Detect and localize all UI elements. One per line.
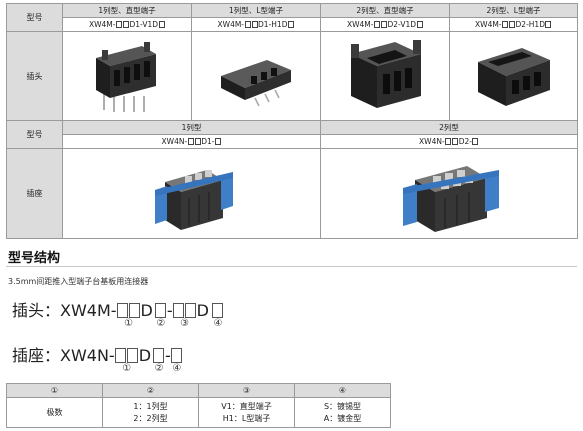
code-legend-table: ① ② ③ ④ 极数 1：1列型 2：2列型 V1：直型端子 H1：L型端子 S… [6, 383, 391, 428]
legend-header-1: ① [6, 383, 103, 398]
header-image-2 [191, 31, 321, 121]
connector-1row-straight-image [96, 42, 156, 112]
legend-plating-option-1: S：镀锡型 [323, 401, 362, 411]
legend-pole-count: 极数 [6, 397, 103, 428]
legend-row-option-1: 1：1列型 [133, 401, 168, 411]
socket-code-d1: D [138, 346, 152, 365]
header-row-label: 插头 [6, 31, 63, 121]
legend-header-3: ③ [198, 383, 295, 398]
legend-rows: 1：1列型 2：2列型 [102, 397, 199, 428]
header-type-1: 1列型、直型端子 [62, 3, 192, 18]
slot-1: ① [116, 301, 141, 329]
legend-plating: S：镀锡型 A：镀金型 [294, 397, 391, 428]
header-type-4: 2列型、L型端子 [449, 3, 578, 18]
connector-1row-l-image [221, 60, 291, 107]
slot-3: ③ [172, 301, 197, 329]
socket-type-1: 1列型 [62, 120, 321, 135]
socket-code-dash: - [165, 346, 171, 365]
section-divider [6, 266, 577, 267]
model-label-socket: 型号 [6, 120, 63, 149]
socket-code-prefix: 插座：XW4N- [12, 346, 115, 365]
socket-2row-image [403, 165, 499, 232]
header-part-4: XW4M-D2-H1D [449, 17, 578, 32]
header-part-2: XW4M-D1-H1D [191, 17, 321, 32]
legend-terminal: V1：直型端子 H1：L型端子 [198, 397, 295, 428]
socket-type-2: 2列型 [320, 120, 578, 135]
header-code-prefix: 插头：XW4M- [12, 301, 117, 320]
legend-terminal-option-1: V1：直型端子 [221, 401, 272, 411]
legend-header-2: ② [102, 383, 199, 398]
header-part-1: XW4M-D1-V1D [62, 17, 192, 32]
socket-slot-4: ④ [170, 346, 183, 374]
legend-row-option-2: 2：2列型 [133, 413, 168, 423]
socket-1row-image [154, 169, 233, 230]
header-code-dash: - [166, 301, 173, 320]
header-type-3: 2列型、直型端子 [320, 3, 450, 18]
socket-part-2: XW4N-D2- [320, 134, 578, 149]
section-description: 3.5mm间距推入型端子台基板用连接器 [8, 277, 149, 286]
socket-slot-1: ① [114, 346, 139, 374]
connector-spec-table: 型号 1列型、直型端子 1列型、L型端子 2列型、直型端子 2列型、L型端子 X… [6, 3, 578, 239]
legend-header-4: ④ [294, 383, 391, 398]
header-image-3 [320, 31, 450, 121]
socket-image-2 [320, 148, 578, 239]
slot-4: ④ [211, 301, 224, 329]
socket-row-label: 插座 [6, 148, 63, 239]
socket-part-1: XW4N-D1- [62, 134, 321, 149]
header-type-2: 1列型、L型端子 [191, 3, 321, 18]
header-part-3: XW4M-D2-V1D [320, 17, 450, 32]
legend-terminal-option-2: H1：L型端子 [222, 413, 271, 423]
socket-slot-2: ② [153, 346, 165, 374]
header-code-d1: D [140, 301, 153, 320]
header-image-1 [62, 31, 192, 121]
connector-2row-straight-image [351, 40, 421, 108]
model-label: 型号 [6, 3, 63, 32]
section-title: 型号结构 [8, 251, 61, 266]
header-code-d2: D [196, 301, 209, 320]
slot-2: ② [154, 301, 167, 329]
socket-image-1 [62, 148, 321, 239]
legend-plating-option-2: A：镀金型 [323, 413, 362, 423]
header-image-4 [449, 31, 578, 121]
connector-2row-l-image [477, 48, 550, 106]
